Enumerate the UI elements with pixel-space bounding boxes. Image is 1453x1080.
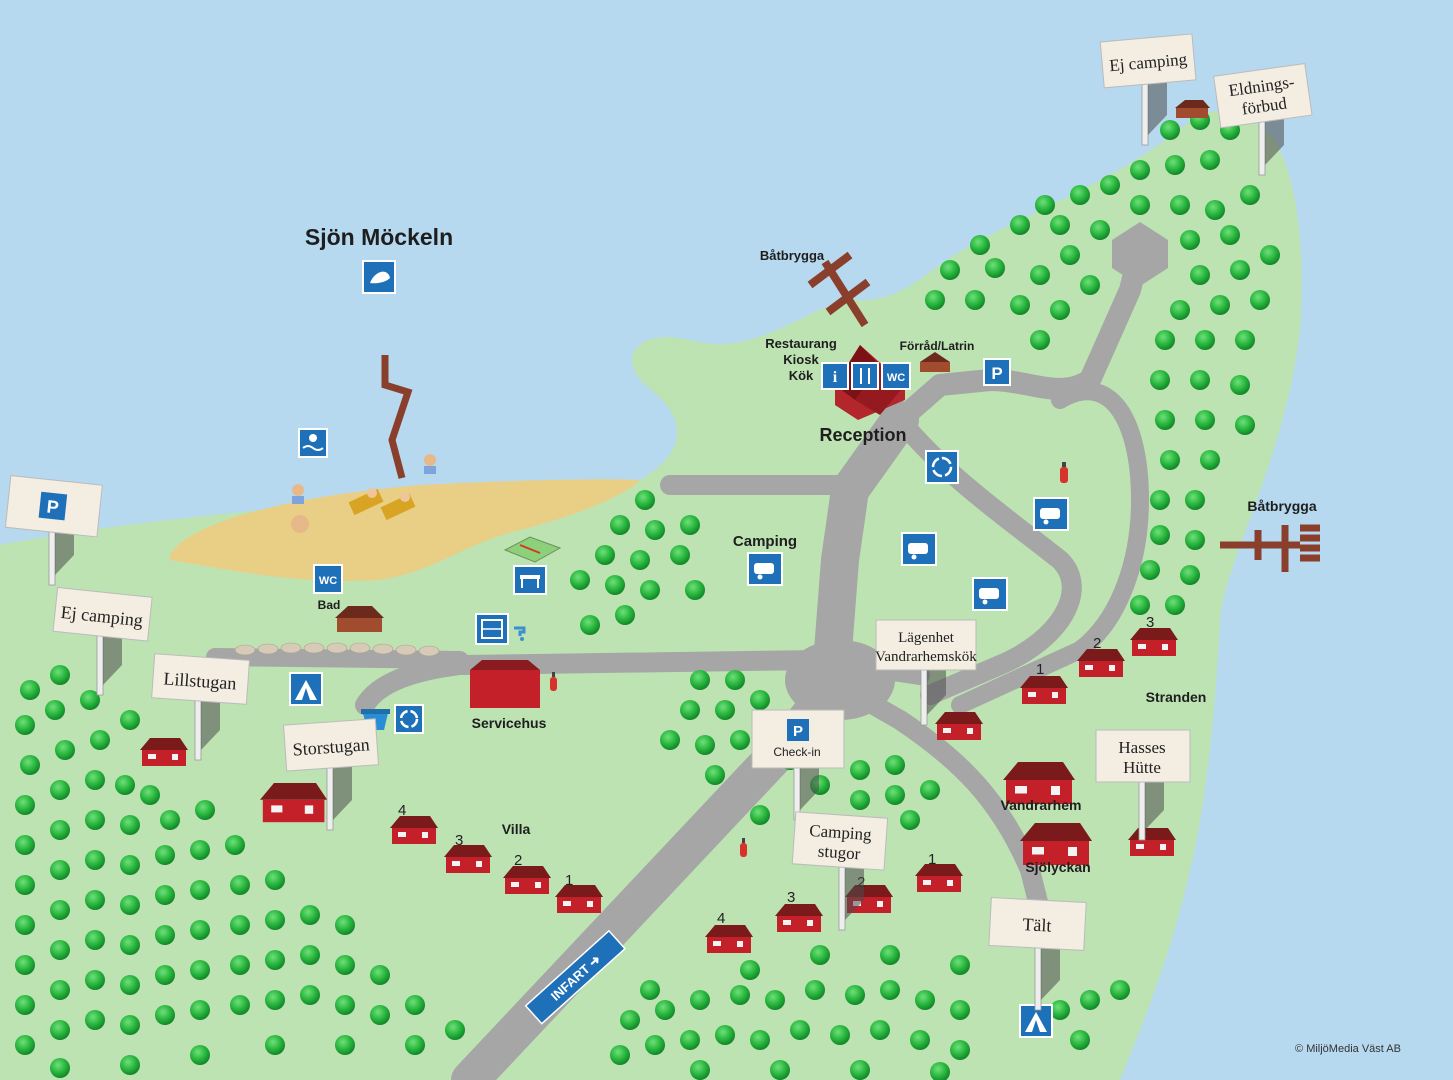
- picnic-table-icon[interactable]: [513, 565, 547, 595]
- label-sjolyckan: Sjölyckan: [1025, 859, 1090, 875]
- tent-icon-west[interactable]: [289, 672, 323, 706]
- info-icon[interactable]: i: [821, 362, 849, 390]
- svg-text:Hasses: Hasses: [1118, 738, 1165, 757]
- pier-east: [1220, 524, 1320, 572]
- villa-number-3: 3: [455, 832, 463, 849]
- label-forrad-latrin: Förråd/Latrin: [900, 339, 975, 353]
- svg-text:Lägenhet: Lägenhet: [898, 630, 955, 646]
- label-bad: Bad: [318, 598, 341, 612]
- label-batbrygga-north: Båtbrygga: [760, 248, 825, 263]
- sign-lillstugan[interactable]: Lillstugan: [151, 653, 251, 705]
- svg-text:WC: WC: [319, 575, 337, 587]
- lake-name: Sjön Möckeln: [305, 224, 453, 250]
- label-vandrarhem: Vandrarhem: [1001, 797, 1082, 813]
- playground-icon[interactable]: [503, 536, 562, 563]
- fire-extinguisher-icon-servicehus: [550, 672, 557, 691]
- sign-eldningsforbud[interactable]: Eldnings- förbud: [1213, 62, 1313, 129]
- sign-ej-camping-north[interactable]: Ej camping: [1099, 33, 1197, 89]
- svg-text:Vandrarhemskök: Vandrarhemskök: [875, 649, 977, 665]
- label-servicehus: Servicehus: [472, 715, 547, 731]
- caravan-icon-1[interactable]: [901, 532, 937, 566]
- kitchen-icon[interactable]: [475, 613, 509, 645]
- svg-text:Tält: Tält: [1022, 914, 1052, 935]
- label-villa: Villa: [502, 821, 531, 837]
- forrad-latrin-building: [920, 352, 950, 372]
- villa-number-1: 1: [565, 872, 573, 889]
- road-network: [206, 239, 1151, 1080]
- parking-icon-reception[interactable]: P: [983, 358, 1011, 386]
- stranden-number-2: 2: [1093, 635, 1101, 652]
- label-stranden: Stranden: [1146, 689, 1207, 705]
- label-kiosk: Kiosk: [783, 352, 819, 367]
- fire-extinguisher-icon-south: [740, 838, 747, 857]
- stranden-number-3: 3: [1146, 614, 1154, 631]
- roundabout-island: [999, 427, 1055, 475]
- caravan-icon-camping[interactable]: [747, 552, 783, 586]
- svg-text:P: P: [991, 364, 1002, 383]
- campingstuga-number-4: 4: [717, 910, 725, 927]
- pier-north: [807, 251, 871, 328]
- recycling-icon-west[interactable]: [394, 704, 424, 734]
- sign-ej-camping-west[interactable]: Ej camping: [52, 586, 153, 642]
- caravan-icon-2[interactable]: [1033, 497, 1069, 531]
- sign-storstugan[interactable]: Storstugan: [282, 718, 380, 772]
- label-batbrygga-east: Båtbrygga: [1247, 498, 1316, 514]
- label-kok: Kök: [789, 368, 814, 383]
- bad-building: [335, 606, 384, 632]
- fire-extinguisher-icon-reception: [1060, 462, 1068, 483]
- svg-text:Hütte: Hütte: [1123, 758, 1161, 777]
- villa-number-2: 2: [514, 852, 522, 869]
- restaurant-icon[interactable]: [851, 362, 879, 390]
- swimming-icon[interactable]: [298, 428, 328, 458]
- tip-cabin: [1175, 100, 1210, 118]
- servicehus-building: [470, 660, 540, 708]
- svg-text:WC: WC: [887, 372, 905, 384]
- sunbathers: [291, 454, 436, 533]
- sign-campingstugor[interactable]: Camping stugor: [791, 811, 889, 871]
- pier-west: [381, 355, 413, 479]
- forest: [15, 110, 1280, 1080]
- svg-text:P: P: [46, 497, 60, 518]
- label-reception: Reception: [819, 425, 906, 445]
- sign-hasses-hutte[interactable]: Hasses Hütte: [1095, 729, 1191, 783]
- sign-check-in[interactable]: P Check-in: [751, 709, 845, 769]
- svg-text:i: i: [833, 369, 838, 386]
- wc-bad-icon[interactable]: WC: [313, 564, 343, 594]
- label-restaurang: Restaurang: [765, 336, 837, 351]
- campingstuga-number-1: 1: [928, 851, 936, 868]
- fishing-icon[interactable]: [362, 260, 396, 294]
- recycling-icon-reception[interactable]: [925, 450, 959, 484]
- beach: [170, 479, 640, 581]
- svg-text:Check-in: Check-in: [773, 745, 820, 759]
- svg-text:P: P: [793, 723, 803, 740]
- wc-reception-icon[interactable]: WC: [881, 362, 911, 390]
- svg-text:Camping: Camping: [809, 821, 873, 844]
- stranden-number-1: 1: [1036, 661, 1044, 678]
- sign-parking-west[interactable]: P: [4, 474, 103, 538]
- turning-area: [1112, 222, 1168, 286]
- road-junction: [785, 640, 895, 720]
- water-tap-icon: [514, 626, 526, 641]
- caravan-icon-3[interactable]: [972, 577, 1008, 611]
- copyright: © MiljöMedia Väst AB: [1295, 1043, 1401, 1055]
- sign-talt[interactable]: Tält: [988, 896, 1087, 951]
- campingstuga-number-3: 3: [787, 889, 795, 906]
- villa-number-4: 4: [398, 802, 406, 819]
- sign-lagenhet-vandrarhemskok[interactable]: Lägenhet Vandrarhemskök: [875, 619, 977, 671]
- svg-text:stugor: stugor: [817, 842, 861, 864]
- stone-path: [234, 642, 440, 657]
- label-camping: Camping: [733, 533, 797, 550]
